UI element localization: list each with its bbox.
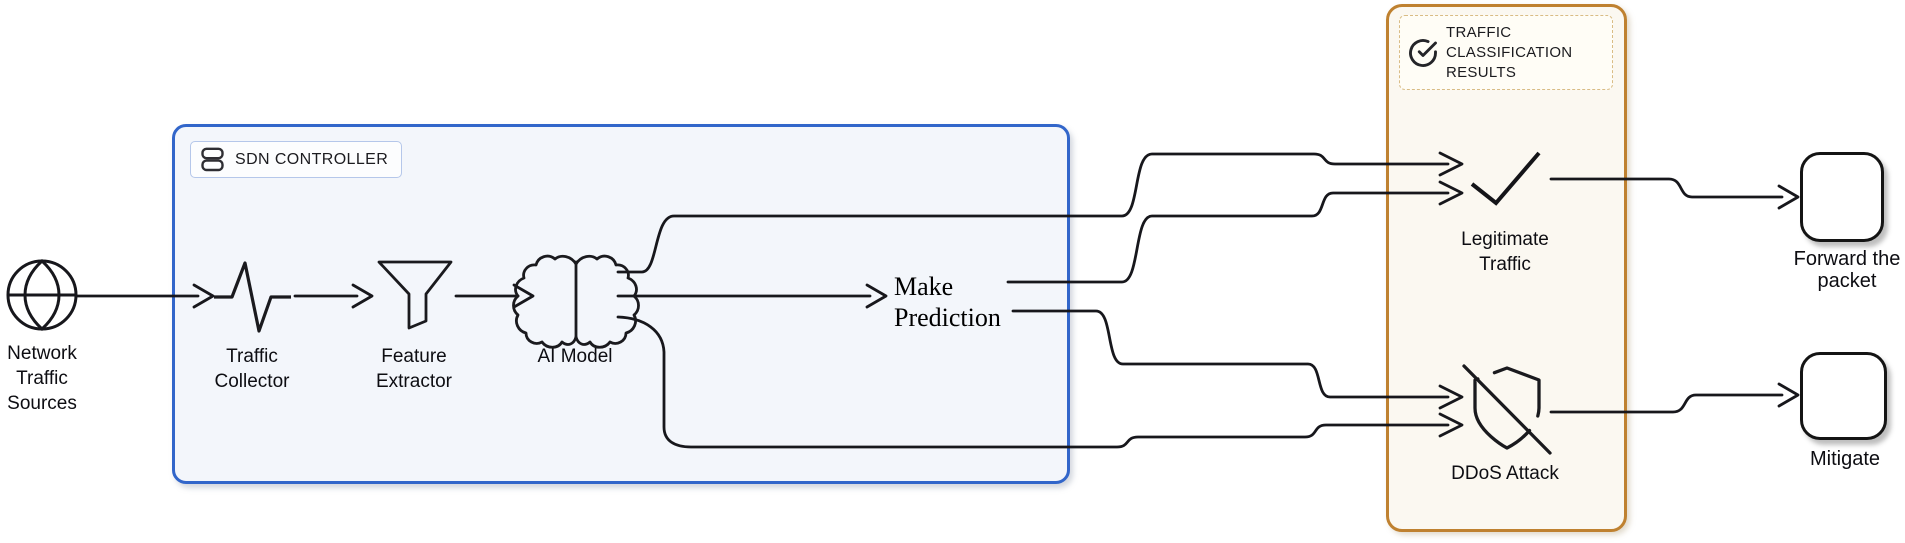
circle-check-icon [1409,38,1437,67]
funnel-icon [377,260,453,330]
check-icon [1470,151,1541,206]
server-stack-icon [201,147,224,172]
forward-packet-box [1800,152,1884,242]
connector-ai-top-to-legitimate [616,151,1464,274]
classification-results-label-text: TRAFFIC CLASSIFICATION RESULTS [1446,23,1573,81]
sdn-controller-label: SDN CONTROLLER [190,141,402,178]
connector-source-to-collector [75,283,215,309]
connector-make-to-legitimate [1006,180,1464,284]
connector-ai-to-make-prediction [616,283,888,309]
forward-packet-label: Forward the packet [1793,248,1901,292]
feature-extractor-label: Feature Extractor [375,346,453,392]
shield-off-icon [1462,364,1552,455]
ai-model-label: AI Model [537,346,613,367]
classification-results-label: TRAFFIC CLASSIFICATION RESULTS [1399,15,1613,90]
sdn-controller-label-text: SDN CONTROLLER [235,150,389,168]
sdn-controller-box [172,124,1070,484]
mitigate-box [1800,352,1887,440]
make-prediction-label: Make Prediction [894,272,1001,332]
connector-legitimate-to-forward [1549,177,1800,210]
connector-collector-to-extractor [293,283,374,309]
globe-icon [6,258,78,332]
connector-extractor-to-ai [454,283,535,309]
brain-icon [512,254,640,349]
traffic-collector-label: Traffic Collector [214,346,290,392]
legitimate-traffic-label: Legitimate Traffic [1461,229,1549,275]
connector-ddos-to-mitigate [1549,382,1800,414]
connector-ai-bottom-to-ddos [616,315,1464,449]
mitigate-label: Mitigate [1809,448,1881,470]
pulse-icon [214,261,291,333]
connector-prediction-to-ddos [1011,309,1464,410]
ddos-attack-label: DDoS Attack [1451,463,1559,484]
traffic-classification-results-box [1386,4,1627,532]
network-traffic-sources-label: Network Traffic Sources [7,343,77,414]
